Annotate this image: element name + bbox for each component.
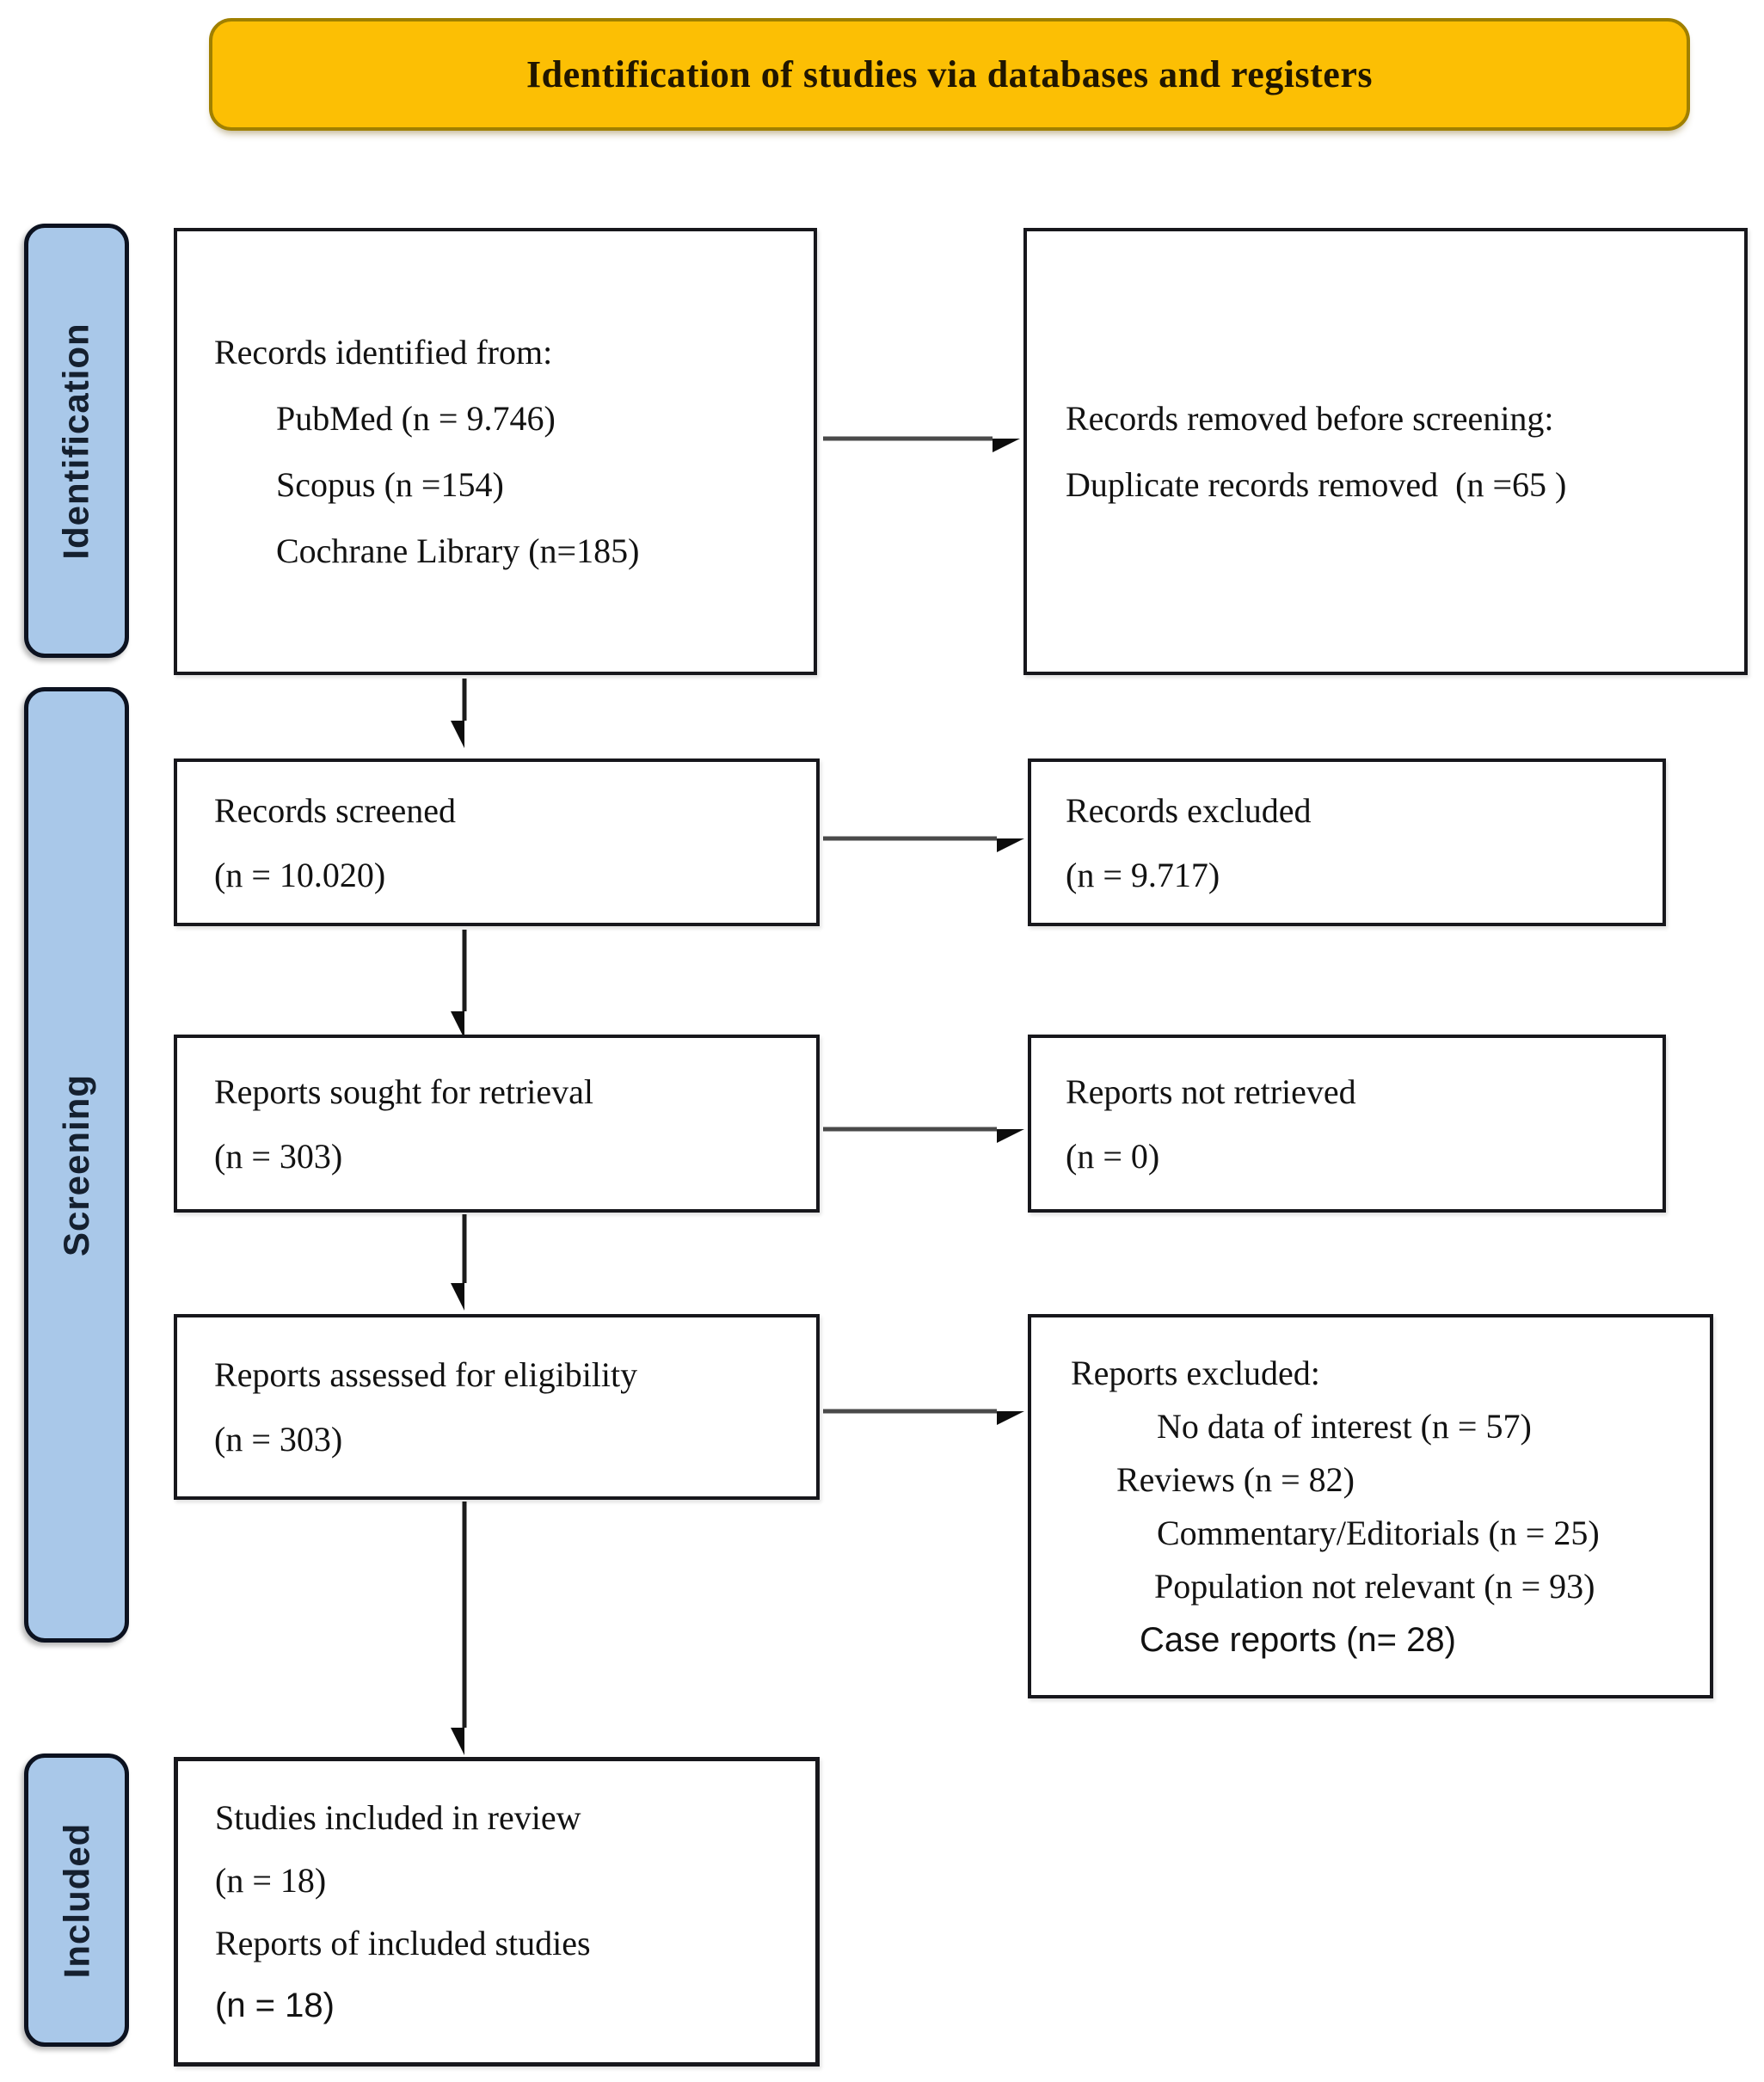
box-studies-included: Studies included in review (n = 18) Repo… [174, 1757, 820, 2067]
box-line: (n = 18) [215, 1861, 327, 1900]
box-line: Reports assessed for eligibility [214, 1355, 638, 1394]
box-line: (n = 303) [214, 1420, 343, 1459]
box-records-excluded: Records excluded (n = 9.717) [1028, 758, 1666, 926]
box-line: (n = 303) [214, 1136, 343, 1176]
phase-tab-identification: Identification [24, 224, 129, 658]
box-line: Records screened [214, 790, 456, 830]
phase-tab-screening: Screening [24, 687, 129, 1643]
box-reports-excluded: Reports excluded: No data of interest (n… [1028, 1314, 1713, 1698]
box-line: Studies included in review [215, 1798, 581, 1837]
diagram-title: Identification of studies via databases … [526, 53, 1373, 95]
box-line: Reports not retrieved [1066, 1072, 1356, 1111]
title-banner: Identification of studies via databases … [209, 18, 1690, 131]
box-line: Reports excluded: [1071, 1353, 1320, 1392]
box-line: Records removed before screening: [1066, 399, 1554, 438]
box-records-identified: Records identified from: PubMed (n = 9.7… [174, 228, 817, 675]
box-reports-assessed-for-eligibility: Reports assessed for eligibility (n = 30… [174, 1314, 820, 1500]
box-line: Reports sought for retrieval [214, 1072, 593, 1111]
box-line: Scopus (n =154) [276, 465, 504, 504]
box-line: Records excluded [1066, 790, 1312, 830]
box-line: Commentary/Editorials (n = 25) [1157, 1513, 1600, 1552]
box-reports-not-retrieved: Reports not retrieved (n = 0) [1028, 1035, 1666, 1213]
phase-label-identification: Identification [56, 322, 96, 560]
phase-label-screening: Screening [56, 1073, 97, 1256]
box-line: Case reports (n= 28) [1140, 1620, 1456, 1659]
box-line: (n = 0) [1066, 1136, 1160, 1176]
box-line: Records identified from: [214, 333, 553, 372]
box-line: Reviews (n = 82) [1116, 1459, 1355, 1499]
box-records-removed-before-screening: Records removed before screening: Duplic… [1023, 228, 1748, 675]
box-reports-sought-for-retrieval: Reports sought for retrieval (n = 303) [174, 1035, 820, 1213]
phase-label-included: Included [56, 1822, 96, 1978]
box-line: (n = 18) [215, 1987, 335, 2024]
box-line: Population not relevant (n = 93) [1154, 1566, 1595, 1606]
box-line: Reports of included studies [215, 1924, 591, 1962]
box-line: PubMed (n = 9.746) [276, 399, 556, 438]
box-line: (n = 10.020) [214, 855, 386, 894]
box-records-screened: Records screened (n = 10.020) [174, 758, 820, 926]
box-line: No data of interest (n = 57) [1157, 1406, 1532, 1446]
box-line: Cochrane Library (n=185) [276, 531, 640, 570]
box-line: (n = 9.717) [1066, 855, 1220, 894]
phase-tab-included: Included [24, 1753, 129, 2047]
box-line: Duplicate records removed (n =65 ) [1066, 465, 1567, 504]
